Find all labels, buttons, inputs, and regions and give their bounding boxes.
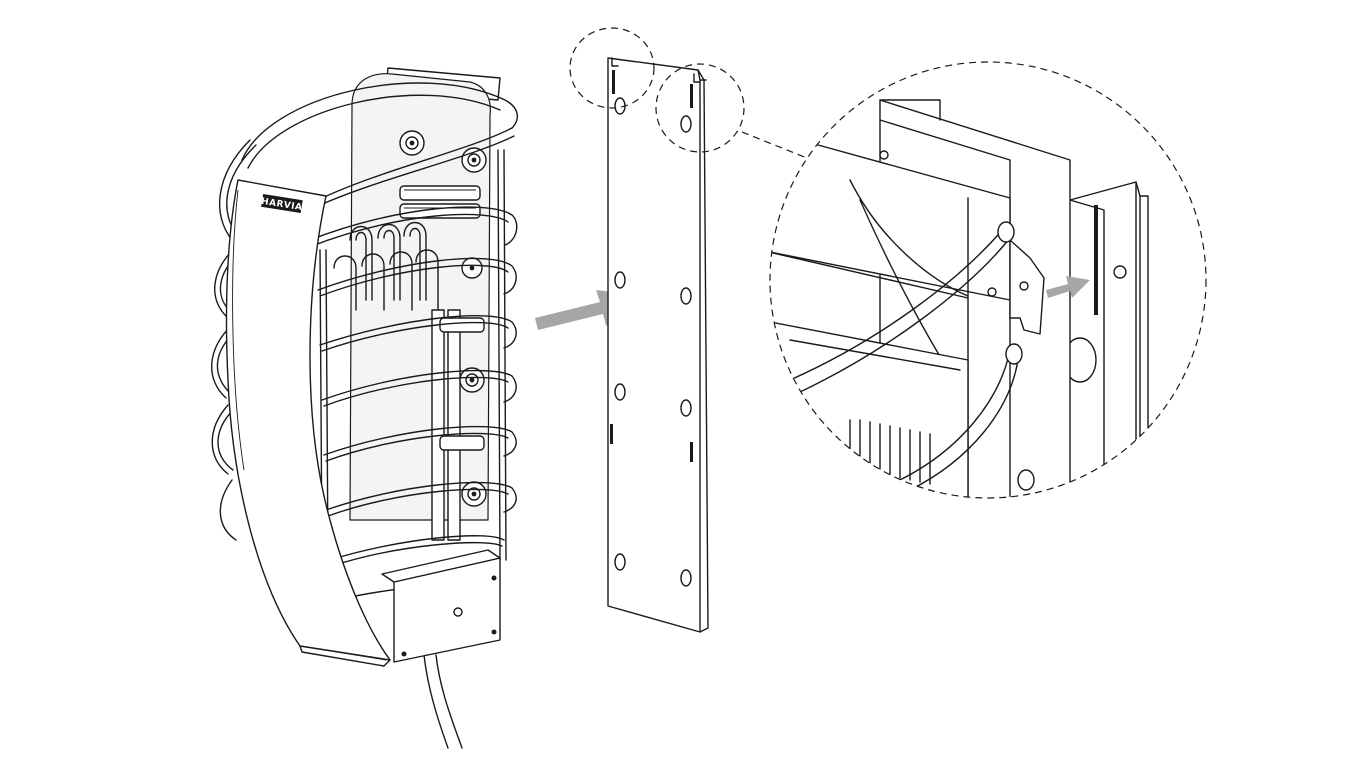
rail-slots xyxy=(610,70,693,462)
detail-magnifier xyxy=(769,61,1207,499)
guard-rings-front xyxy=(309,127,518,601)
heater-electrical-box xyxy=(381,549,501,663)
rail-top-tabs xyxy=(611,57,701,83)
guard-rings-top xyxy=(241,82,518,169)
hook-into-slot-arrow xyxy=(1046,276,1090,298)
detail-circle-outline xyxy=(769,61,1207,499)
mounting-rail xyxy=(607,57,709,633)
power-cable xyxy=(423,654,463,749)
heater-front-shell xyxy=(225,179,391,667)
sauna-heater: HARVIA xyxy=(211,67,518,749)
rail-holes xyxy=(614,97,692,587)
rail-detail-markers xyxy=(569,27,813,161)
